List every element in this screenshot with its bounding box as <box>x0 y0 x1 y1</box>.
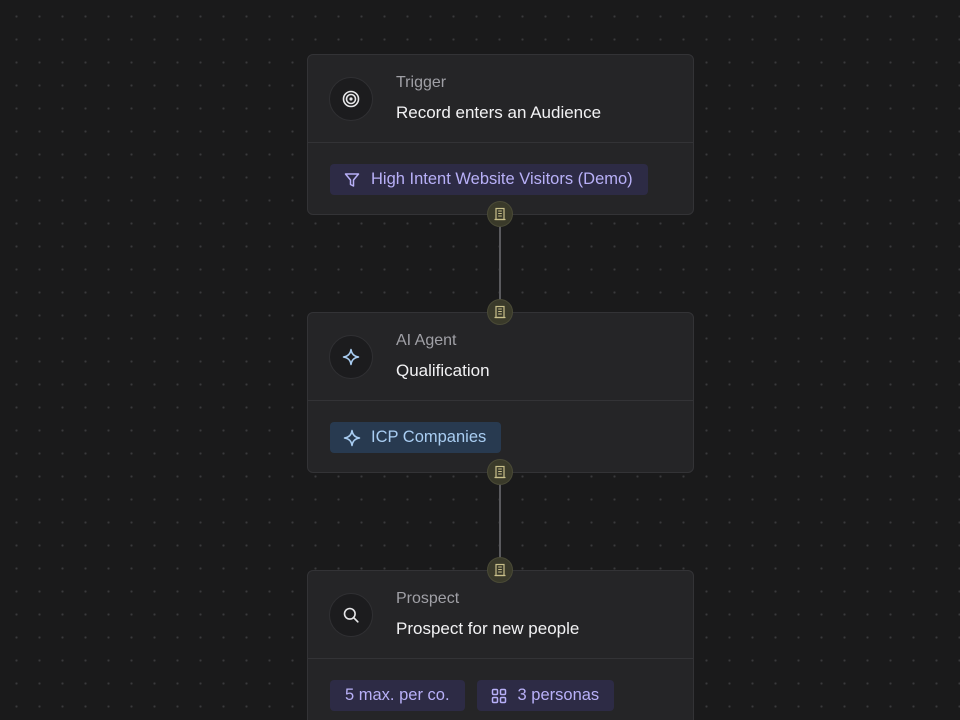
node-body: ICP Companies <box>308 401 693 453</box>
node-type-label: Trigger <box>396 74 447 91</box>
ai-agent-node[interactable]: AI Agent Qualification ICP Companies <box>307 312 694 473</box>
node-type-label: AI Agent <box>396 332 457 349</box>
trigger-output-port[interactable] <box>487 201 513 227</box>
connector-line-2 <box>499 472 501 570</box>
node-header: AI Agent Qualification <box>308 313 693 401</box>
sparkle-icon <box>343 429 361 446</box>
ai-agent-output-port[interactable] <box>487 459 513 485</box>
chip-label: 5 max. per co. <box>345 686 450 704</box>
node-header: Trigger Record enters an Audience <box>308 55 693 143</box>
building-icon <box>494 207 506 221</box>
trigger-node[interactable]: Trigger Record enters an Audience High I… <box>307 54 694 215</box>
building-icon <box>494 563 506 577</box>
target-icon <box>329 76 373 121</box>
building-icon <box>494 305 506 319</box>
ai-agent-input-port[interactable] <box>487 299 513 325</box>
grid-icon <box>491 688 506 703</box>
chip-label: 3 personas <box>517 686 600 704</box>
prospect-node[interactable]: Prospect Prospect for new people 5 max. … <box>307 570 694 720</box>
node-title: Qualification <box>396 361 490 380</box>
chip-label: High Intent Website Visitors (Demo) <box>371 170 633 188</box>
prospect-input-port[interactable] <box>487 557 513 583</box>
max-per-company-chip[interactable]: 5 max. per co. <box>330 680 465 711</box>
node-body: High Intent Website Visitors (Demo) <box>308 143 693 195</box>
connector-line-1 <box>499 214 501 312</box>
filter-icon <box>344 172 360 187</box>
node-header: Prospect Prospect for new people <box>308 571 693 659</box>
node-body: 5 max. per co. 3 personas <box>308 659 693 711</box>
audience-chip[interactable]: High Intent Website Visitors (Demo) <box>330 164 648 195</box>
node-title: Record enters an Audience <box>396 103 602 122</box>
search-icon <box>329 592 373 637</box>
chip-label: ICP Companies <box>371 428 487 446</box>
sparkle-icon <box>329 334 373 379</box>
icp-chip[interactable]: ICP Companies <box>330 422 502 453</box>
node-title: Prospect for new people <box>396 619 580 638</box>
personas-chip[interactable]: 3 personas <box>476 680 615 711</box>
node-type-label: Prospect <box>396 590 460 607</box>
building-icon <box>494 465 506 479</box>
